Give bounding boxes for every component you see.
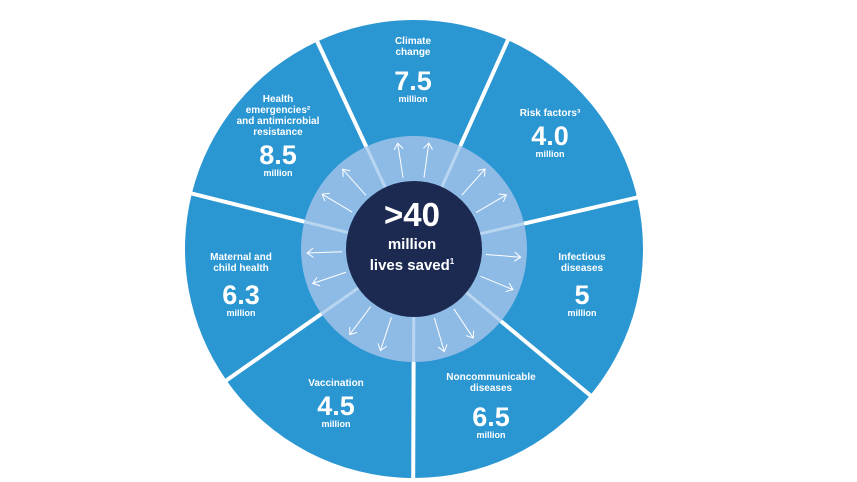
segment-label-line: diseases bbox=[561, 263, 604, 274]
segment-label-line: resistance bbox=[253, 127, 303, 138]
segment-label-line: Maternal and bbox=[210, 252, 272, 263]
segment-value: 8.5 bbox=[259, 140, 297, 170]
arrowhead-icon bbox=[505, 282, 514, 293]
segment-label-line: emergencies² bbox=[246, 105, 311, 116]
arrow-icon bbox=[453, 308, 474, 339]
arrowhead-icon bbox=[342, 168, 351, 177]
segment-label-line: and antimicrobial bbox=[237, 116, 320, 127]
segment-label-line: Climate bbox=[395, 36, 432, 47]
segment-unit: million bbox=[322, 419, 351, 429]
segment-label-line: Health bbox=[263, 94, 294, 105]
arrowhead-icon bbox=[377, 343, 387, 352]
ring-divider bbox=[465, 291, 502, 323]
segment-label-line: child health bbox=[213, 263, 269, 274]
arrowhead-icon bbox=[349, 326, 358, 336]
arrowhead-icon bbox=[465, 330, 475, 339]
segment-value: 4.0 bbox=[531, 121, 569, 151]
ring-divider bbox=[440, 145, 462, 188]
arrowhead-icon bbox=[393, 142, 404, 151]
arrow-icon bbox=[321, 193, 353, 213]
segment-value: 6.3 bbox=[222, 280, 260, 310]
arrow-icon bbox=[307, 251, 343, 254]
segment-value: 5 bbox=[574, 280, 589, 310]
segment-value: 7.5 bbox=[394, 66, 432, 96]
center-line-1: million bbox=[388, 236, 436, 253]
segment-value: 4.5 bbox=[317, 391, 355, 421]
center-line-2: lives saved1 bbox=[370, 257, 455, 274]
center-text: >40 million lives saved1 bbox=[370, 196, 455, 274]
ring-divider bbox=[479, 222, 525, 236]
arrowhead-icon bbox=[437, 344, 448, 353]
segment-label-line: Infectious bbox=[558, 252, 606, 263]
segment-unit: million bbox=[264, 168, 293, 178]
arrow-icon bbox=[433, 317, 445, 352]
arrowhead-icon bbox=[477, 168, 486, 177]
arrowhead-icon bbox=[321, 192, 330, 202]
arrowhead-icon bbox=[306, 247, 314, 258]
arrow-icon bbox=[342, 168, 367, 196]
segment-unit: million bbox=[227, 308, 256, 318]
segment-label-line: Risk factors³ bbox=[520, 108, 581, 119]
center-hub bbox=[346, 181, 482, 317]
arrow-icon bbox=[349, 306, 372, 335]
arrow-icon bbox=[475, 194, 507, 213]
arrow-icon bbox=[461, 168, 486, 196]
segment-unit: million bbox=[399, 94, 428, 104]
arrowhead-icon bbox=[311, 276, 321, 287]
arrow-icon bbox=[379, 317, 392, 351]
segment-unit: million bbox=[536, 149, 565, 159]
ring-divider bbox=[303, 220, 349, 235]
segment-label-line: change bbox=[395, 47, 430, 58]
segment-unit: million bbox=[477, 430, 506, 440]
segment-label-line: Vaccination bbox=[308, 378, 364, 389]
ring-divider bbox=[320, 286, 360, 316]
arrowhead-icon bbox=[498, 193, 507, 203]
arrowhead-icon bbox=[423, 142, 433, 150]
segment-value: 6.5 bbox=[472, 402, 510, 432]
segment-label-line: Noncommunicable bbox=[446, 372, 536, 383]
arrowhead-icon bbox=[513, 251, 522, 262]
arrow-icon bbox=[397, 143, 404, 178]
center-headline: >40 bbox=[384, 196, 440, 233]
ring-divider bbox=[364, 145, 387, 189]
segment-label-line: diseases bbox=[470, 383, 513, 394]
segment-climate-change bbox=[317, 20, 508, 250]
center-footnote: 1 bbox=[450, 257, 455, 266]
arrows-layer bbox=[303, 142, 525, 363]
arrow-icon bbox=[485, 254, 521, 258]
segment-unit: million bbox=[568, 308, 597, 318]
arrow-icon bbox=[480, 275, 514, 291]
arrow-icon bbox=[312, 271, 347, 285]
arrow-icon bbox=[423, 142, 430, 178]
